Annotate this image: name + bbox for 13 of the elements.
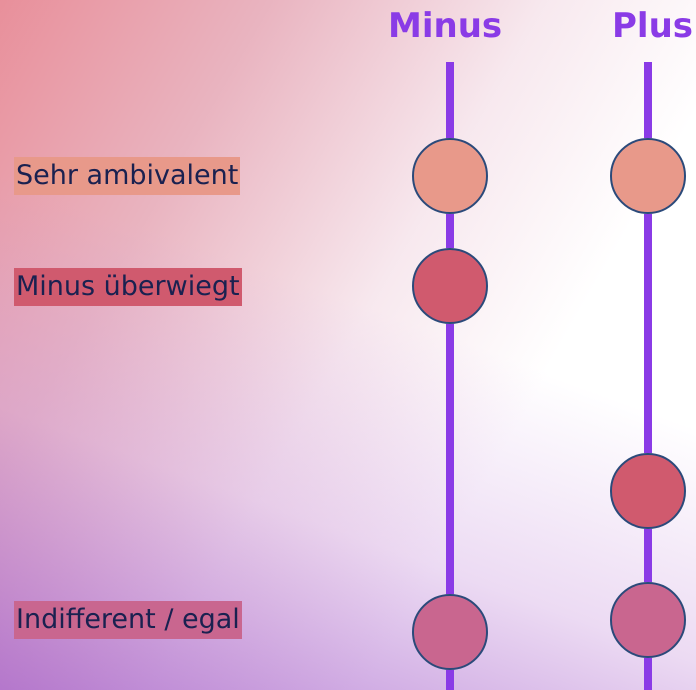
vertical-line	[446, 214, 454, 248]
vertical-line	[644, 62, 652, 138]
vertical-line	[644, 214, 652, 453]
category-label: Minus überwiegt	[14, 268, 242, 306]
category-label: Indifferent / egal	[14, 601, 242, 639]
vertical-line	[446, 62, 454, 138]
category-label: Sehr ambivalent	[14, 157, 240, 195]
column-heading: Minus	[388, 6, 502, 46]
vertical-line	[446, 324, 454, 594]
vertical-line	[644, 529, 652, 582]
vertical-line	[446, 670, 454, 690]
column-heading: Plus	[612, 6, 694, 46]
vertical-line	[644, 658, 652, 690]
